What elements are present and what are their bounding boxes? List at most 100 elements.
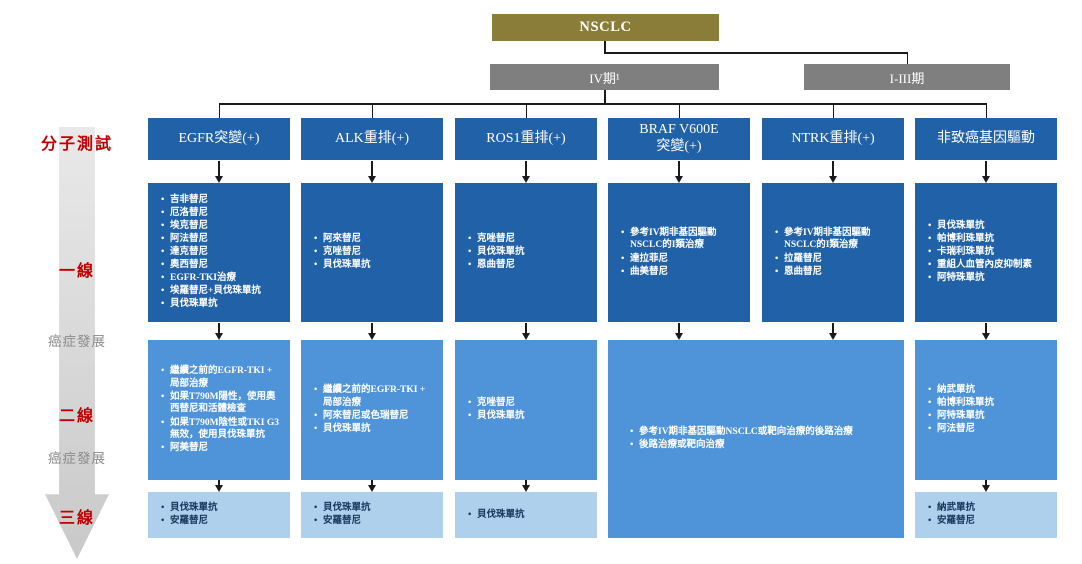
treatment-item: 繼續之前的EGFR-TKI + 局部治療 — [314, 384, 437, 409]
alk-third-line-box: 貝伐珠單抗安羅替尼 — [301, 492, 443, 538]
stage-iv-node: IV期¹ — [490, 64, 719, 90]
treatment-item: 拉羅替尼 — [775, 253, 898, 266]
down-arrow — [678, 161, 680, 176]
treatment-item: 安羅替尼 — [928, 515, 1051, 528]
treatment-item: 參考IV期非基因驅動NSCLC的I類治療 — [775, 227, 898, 252]
braf-first-line-box: 參考IV期非基因驅動NSCLC的I類治療達拉菲尼曲美替尼 — [608, 183, 750, 322]
egfr-third-line-box: 貝伐珠單抗安羅替尼 — [148, 492, 290, 538]
stage-i-iii-node: I-III期 — [804, 64, 1010, 90]
treatment-item: 恩曲替尼 — [468, 259, 591, 272]
ros1-first-line-box: 克唑替尼貝伐珠單抗恩曲替尼 — [455, 183, 597, 322]
down-arrow — [371, 480, 373, 485]
down-arrow — [832, 161, 834, 176]
column-header-egfr: EGFR突變(+) — [148, 118, 290, 160]
connector-line — [832, 103, 834, 118]
treatment-list: 吉非替尼厄洛替尼埃克替尼阿法替尼達克替尼奧西替尼EGFR-TKI治療埃羅替尼+貝… — [148, 192, 290, 314]
treatment-item: 阿法替尼 — [928, 423, 1051, 436]
column-header-ros1: ROS1重排(+) — [455, 118, 597, 160]
treatment-item: 後路治療或靶向治療 — [630, 439, 898, 452]
treatment-list: 阿來替尼克唑替尼貝伐珠單抗 — [301, 231, 443, 275]
down-arrow — [525, 161, 527, 176]
treatment-item: 貝伐珠單抗 — [314, 259, 437, 272]
treatment-item: 達拉菲尼 — [621, 253, 744, 266]
label-third-line: 三線 — [58, 510, 95, 527]
treatment-list: 貝伐珠單抗安羅替尼 — [148, 500, 290, 531]
treatment-item: 安羅替尼 — [314, 515, 437, 528]
treatment-item: 厄洛替尼 — [161, 207, 284, 220]
column-header-alk: ALK重排(+) — [301, 118, 443, 160]
treatment-item: 如果T790M陰性或TKI G3無效，使用貝伐珠單抗 — [161, 417, 284, 442]
treatment-item: 帕博利珠單抗 — [928, 397, 1051, 410]
treatment-item: 參考IV期非基因驅動NSCLC或靶向治療的後路治療 — [630, 426, 898, 439]
down-arrow — [985, 161, 987, 176]
down-arrow — [218, 480, 220, 485]
treatment-item: 克唑替尼 — [468, 397, 591, 410]
treatment-item: 曲美替尼 — [621, 266, 744, 279]
connector-line — [218, 103, 987, 105]
down-arrow — [678, 323, 680, 333]
column-header-non-driver: 非致癌基因驅動 — [915, 118, 1057, 160]
ntrk-first-line-box: 參考IV期非基因驅動NSCLC的I類治療拉羅替尼恩曲替尼 — [762, 183, 904, 322]
treatment-item: 恩曲替尼 — [775, 266, 898, 279]
treatment-item: 吉非替尼 — [161, 194, 284, 207]
label-progression-1: 癌症發展 — [48, 334, 106, 349]
treatment-list: 克唑替尼貝伐珠單抗 — [455, 395, 597, 426]
down-arrow — [832, 323, 834, 333]
down-arrow — [525, 480, 527, 485]
treatment-item: 阿美替尼 — [161, 442, 284, 455]
treatment-list: 貝伐珠單抗安羅替尼 — [301, 500, 443, 531]
treatment-item: 阿來替尼或色瑞替尼 — [314, 410, 437, 423]
ros1-third-line-box: 貝伐珠單抗 — [455, 492, 597, 538]
treatment-item: 克唑替尼 — [314, 246, 437, 259]
treatment-list: 貝伐珠單抗 — [455, 506, 597, 524]
treatment-item: 參考IV期非基因驅動NSCLC的I類治療 — [621, 227, 744, 252]
treatment-item: 阿法替尼 — [161, 233, 284, 246]
treatment-item: 貝伐珠單抗 — [314, 423, 437, 436]
treatment-item: 貝伐珠單抗 — [468, 410, 591, 423]
treatment-item: 貝伐珠單抗 — [468, 509, 591, 522]
treatment-item: 卡瑞利珠單抗 — [928, 246, 1051, 259]
down-arrow — [218, 161, 220, 176]
alk-first-line-box: 阿來替尼克唑替尼貝伐珠單抗 — [301, 183, 443, 322]
non-driver-second-line-box: 納武單抗帕博利珠單抗阿特珠單抗阿法替尼 — [915, 340, 1057, 480]
connector-line — [604, 52, 908, 54]
column-header-braf: BRAF V600E 突變(+) — [608, 118, 750, 160]
label-second-line: 二線 — [58, 408, 95, 425]
down-arrow — [985, 323, 987, 333]
treatment-list: 克唑替尼貝伐珠單抗恩曲替尼 — [455, 231, 597, 275]
treatment-list: 參考IV期非基因驅動NSCLC的I類治療拉羅替尼恩曲替尼 — [762, 224, 904, 280]
connector-line — [525, 103, 527, 118]
treatment-item: 貝伐珠單抗 — [161, 298, 284, 311]
treatment-list: 參考IV期非基因驅動NSCLC或靶向治療的後路治療後路治療或靶向治療 — [608, 424, 904, 455]
treatment-list: 納武單抗帕博利珠單抗阿特珠單抗阿法替尼 — [915, 382, 1057, 439]
treatment-item: 安羅替尼 — [161, 515, 284, 528]
treatment-item: 埃羅替尼+貝伐珠單抗 — [161, 285, 284, 298]
down-arrow — [525, 323, 527, 333]
treatment-item: 阿特珠單抗 — [928, 410, 1051, 423]
treatment-item: 達克替尼 — [161, 246, 284, 259]
connector-line — [604, 90, 606, 103]
treatment-item: 貝伐珠單抗 — [161, 502, 284, 515]
treatment-item: 貝伐珠單抗 — [314, 502, 437, 515]
label-first-line: 一線 — [58, 263, 95, 280]
treatment-item: 阿來替尼 — [314, 233, 437, 246]
treatment-item: 繼續之前的EGFR-TKI + 局部治療 — [161, 365, 284, 390]
egfr-first-line-box: 吉非替尼厄洛替尼埃克替尼阿法替尼達克替尼奧西替尼EGFR-TKI治療埃羅替尼+貝… — [148, 183, 290, 322]
ros1-second-line-box: 克唑替尼貝伐珠單抗 — [455, 340, 597, 480]
braf-ntrk-later-line-box: 參考IV期非基因驅動NSCLC或靶向治療的後路治療後路治療或靶向治療 — [608, 340, 904, 538]
column-header-ntrk: NTRK重排(+) — [762, 118, 904, 160]
treatment-item: 帕博利珠單抗 — [928, 233, 1051, 246]
down-arrow — [218, 323, 220, 333]
label-molecular-testing: 分子測試 — [40, 136, 113, 153]
egfr-second-line-box: 繼續之前的EGFR-TKI + 局部治療如果T790M陽性，使用奧西替尼和活體檢… — [148, 340, 290, 480]
nsclc-root-node: NSCLC — [492, 14, 719, 41]
treatment-item: 如果T790M陽性，使用奧西替尼和活體檢查 — [161, 391, 284, 416]
connector-line — [906, 52, 908, 64]
connector-line — [218, 103, 220, 118]
treatment-list: 納武單抗安羅替尼 — [915, 500, 1057, 531]
connector-line — [985, 103, 987, 118]
non-driver-first-line-box: 貝伐珠單抗帕博利珠單抗卡瑞利珠單抗重組人血管內皮抑制素阿特珠單抗 — [915, 183, 1057, 322]
treatment-item: 埃克替尼 — [161, 220, 284, 233]
treatment-item: 納武單抗 — [928, 384, 1051, 397]
